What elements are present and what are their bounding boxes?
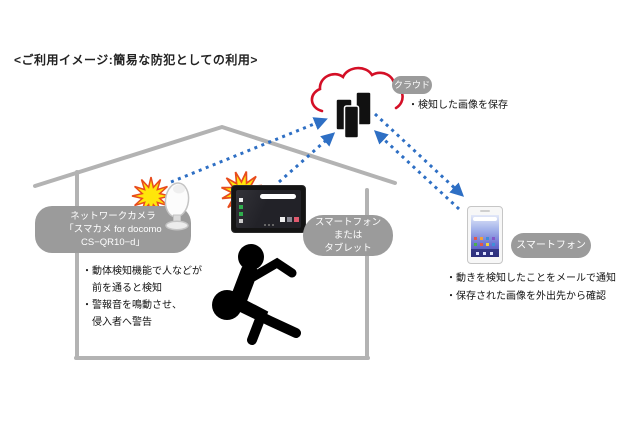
burglar-back-arm	[248, 257, 297, 282]
camera-feature-notes: ・動体検知機能で人などが 前を通ると検知 ・警報音を鳴動させ、 侵入者へ警告	[82, 263, 202, 331]
tablet-label-line: または	[333, 229, 363, 241]
phone-dock-icon	[476, 251, 479, 255]
tablet-icon	[231, 185, 306, 233]
note-line: ・動体検知機能で人などが	[82, 266, 202, 277]
phone-search-bar	[473, 217, 497, 221]
phone-dock	[471, 249, 499, 257]
phone-dock-icon	[490, 251, 493, 255]
tablet-app-icon	[239, 219, 243, 223]
camera-lens	[173, 184, 185, 194]
phone-app-icon	[480, 237, 483, 240]
note-line: ・保存された画像を外出先から確認	[446, 291, 606, 302]
phone-app-icon	[492, 243, 495, 246]
phone-app-icon	[474, 243, 477, 246]
smartphone-label: スマートフォン	[511, 233, 591, 258]
phone-app-icon	[480, 243, 483, 246]
burglar-head	[238, 244, 264, 270]
phone-app-icon	[474, 237, 477, 240]
cloud-label-text: クラウド	[393, 79, 430, 90]
network-camera-label: ネットワークカメラ 「スマカメ for docomo CS−QR10−d」	[35, 206, 191, 253]
phone-earpiece	[480, 210, 490, 212]
arrow-cloud-to-phone-icon	[373, 112, 465, 197]
house-roof	[33, 125, 397, 188]
camera-label-line: ネットワークカメラ	[70, 210, 156, 222]
tablet-screen	[236, 190, 301, 228]
tablet-nav-dot	[272, 224, 274, 226]
tablet-dock-icon	[280, 217, 285, 222]
tablet-label: スマートフォン または タブレット	[303, 215, 393, 256]
burglar-back-leg	[232, 300, 301, 338]
money-sack	[212, 290, 242, 320]
camera-label-line: CS−QR10−d」	[81, 237, 145, 249]
sack-knot	[232, 281, 247, 294]
note-line: ・警報音を鳴動させ、	[82, 300, 182, 311]
camera-base	[165, 220, 189, 231]
arrow-phone-to-cloud-icon	[373, 130, 461, 211]
server-tower	[343, 105, 360, 139]
phone-screen	[471, 215, 499, 257]
note-line: 前を通ると検知	[92, 283, 162, 294]
phone-dock-icon	[483, 251, 486, 255]
cloud-servers-icon	[310, 66, 404, 139]
tablet-app-icon	[239, 212, 243, 216]
tablet-label-line: タブレット	[324, 243, 372, 255]
smartphone-notes: ・動きを検知したことをメールで通知 ・保存された画像を外出先から確認	[446, 270, 616, 306]
tablet-nav-dot	[264, 224, 266, 226]
network-camera-icon	[164, 182, 190, 231]
smartphone-icon	[467, 206, 503, 264]
arrow-camera-to-cloud-icon	[170, 117, 328, 184]
tablet-label-line: スマートフォン	[314, 216, 382, 228]
tablet-app-icon	[239, 205, 243, 209]
phone-app-icon	[486, 243, 489, 246]
camera-label-line: 「スマカメ for docomo	[64, 223, 162, 235]
burglar-icon	[212, 244, 301, 345]
smartphone-label-text: スマートフォン	[516, 239, 586, 251]
tablet-dock-icon	[287, 217, 292, 222]
tablet-dock-icon	[294, 217, 299, 222]
phone-app-icon	[492, 237, 495, 240]
cloud-label: クラウド	[392, 76, 432, 94]
note-line: 侵入者へ警告	[92, 317, 152, 328]
tablet-search-bar	[260, 194, 296, 199]
tablet-nav-dot	[268, 224, 270, 226]
cloud-note: ・検知した画像を保存	[408, 100, 508, 111]
tablet-app-icon	[239, 198, 243, 202]
page-title: <ご利用イメージ:簡易な防犯としての利用>	[14, 53, 258, 67]
note-line: ・動きを検知したことをメールで通知	[446, 273, 616, 284]
phone-app-icon	[486, 237, 489, 240]
